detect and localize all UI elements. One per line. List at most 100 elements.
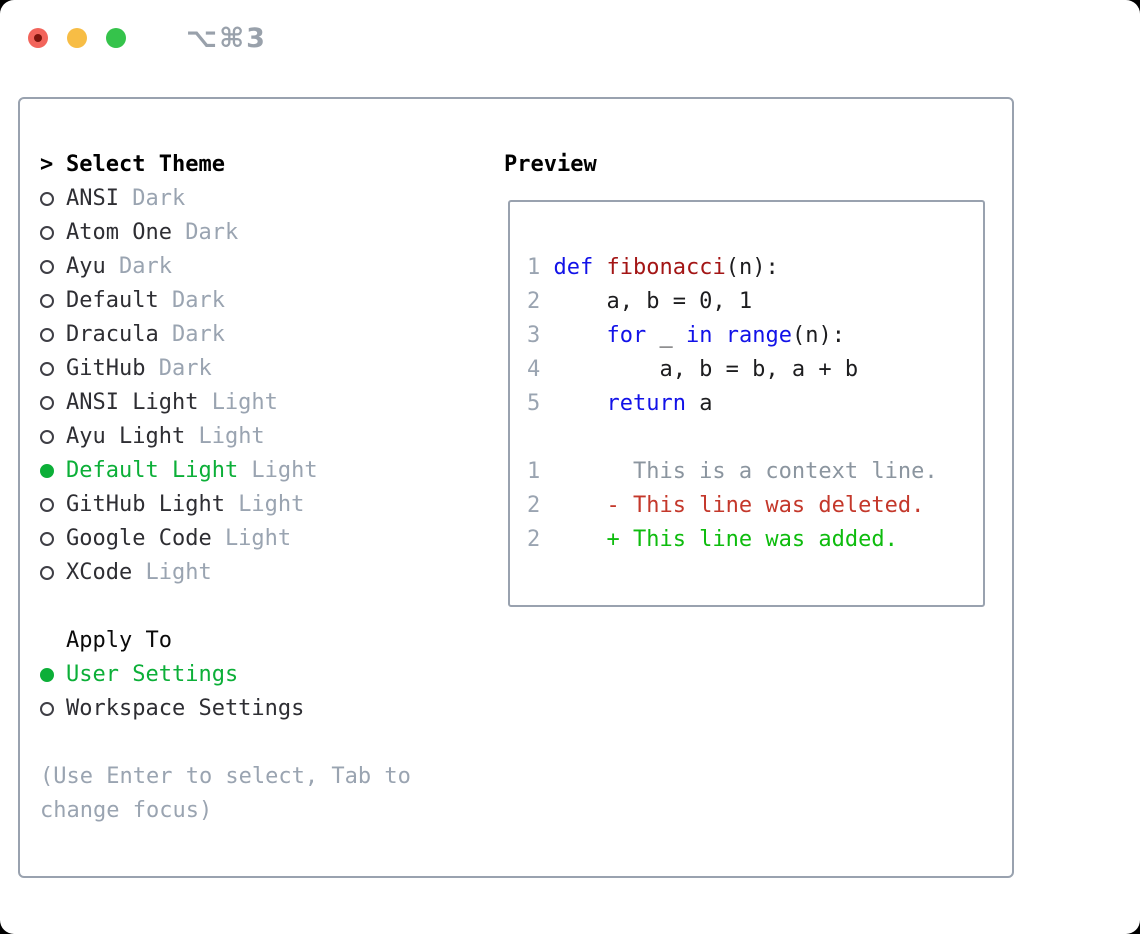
code-text: def fibonacci(n):: [553, 251, 778, 285]
code-text: + This line was added.: [553, 523, 897, 557]
code-token: def: [553, 255, 594, 280]
theme-variant: Light: [251, 458, 318, 483]
record-dot-icon: [34, 34, 42, 42]
spacer: [527, 421, 983, 455]
theme-settings-panel: > Select Theme ANSI Dark Atom One Dark A…: [18, 97, 1014, 878]
code-token: _: [646, 323, 686, 348]
line-number: 2: [527, 493, 541, 518]
line-number: 1: [527, 255, 541, 280]
code-token: a, b = 0, 1: [553, 289, 753, 314]
theme-picker-column: > Select Theme ANSI Dark Atom One Dark A…: [40, 148, 504, 876]
theme-name: Default Light: [66, 458, 239, 483]
code-token: range: [725, 323, 792, 348]
apply-to-title: Apply To: [66, 628, 172, 653]
radio-icon: [40, 566, 54, 580]
preview-title: Preview: [504, 152, 597, 177]
radio-icon: [40, 328, 54, 342]
theme-name: Google Code: [66, 526, 212, 551]
code-token: a: [685, 391, 713, 416]
theme-name: XCode: [66, 560, 133, 585]
code-text: return a: [553, 387, 712, 421]
theme-option-default-light[interactable]: Default Light Light: [40, 454, 504, 488]
theme-variant: Dark: [185, 220, 239, 245]
theme-option-ayu-light[interactable]: Ayu Light Light: [40, 420, 504, 454]
theme-option-dracula[interactable]: Dracula Dark: [40, 318, 504, 352]
apply-option-label: Workspace Settings: [66, 696, 305, 721]
theme-name: ANSI Light: [66, 390, 199, 415]
code-text: This is a context line.: [553, 455, 938, 489]
code-line: 3 for _ in range(n):: [527, 319, 983, 353]
theme-variant: Dark: [132, 186, 186, 211]
code-token: for: [606, 323, 647, 348]
close-button-icon[interactable]: [28, 28, 48, 48]
code-token: [553, 391, 606, 416]
theme-variant: Dark: [171, 322, 225, 347]
radio-icon: [40, 532, 54, 546]
theme-name: Dracula: [66, 322, 159, 347]
code-line: 2 + This line was added.: [527, 523, 983, 557]
spacer: [40, 726, 504, 760]
radio-icon: [40, 362, 54, 376]
code-line: 5 return a: [527, 387, 983, 421]
radio-icon: [40, 702, 54, 716]
radio-icon: [40, 430, 54, 444]
code-line: 2 - This line was deleted.: [527, 489, 983, 523]
apply-to-list: User Settings Workspace Settings: [40, 658, 504, 726]
code-token: (n):: [725, 255, 779, 280]
code-token: This is a context line.: [553, 459, 938, 484]
code-line: 1 This is a context line.: [527, 455, 983, 489]
line-number: 1: [527, 459, 541, 484]
theme-name: GitHub Light: [66, 492, 225, 517]
line-number: 2: [527, 527, 541, 552]
code-token: [553, 323, 606, 348]
code-token: a, b = b, a + b: [553, 357, 859, 382]
minimize-button-icon[interactable]: [67, 28, 87, 48]
apply-option-user-settings[interactable]: User Settings: [40, 658, 504, 692]
theme-variant: Light: [198, 424, 265, 449]
code-line: 4 a, b = b, a + b: [527, 353, 983, 387]
code-token: return: [606, 391, 686, 416]
help-text: (Use Enter to select, Tab to change focu…: [40, 764, 411, 823]
prompt-caret-icon: >: [40, 152, 54, 177]
theme-name: ANSI: [66, 186, 119, 211]
apply-to-header: Apply To: [40, 624, 504, 658]
line-number: 3: [527, 323, 541, 348]
code-preview: 1 def fibonacci(n): 2 a, b = 0, 1 3 for …: [527, 251, 983, 421]
preview-box: 1 def fibonacci(n): 2 a, b = 0, 1 3 for …: [508, 200, 985, 607]
theme-option-github[interactable]: GitHub Dark: [40, 352, 504, 386]
code-token: [593, 255, 606, 280]
theme-option-ansi[interactable]: ANSI Dark: [40, 182, 504, 216]
theme-option-atom-one[interactable]: Atom One Dark: [40, 216, 504, 250]
radio-icon: [40, 668, 54, 682]
radio-icon: [40, 294, 54, 308]
theme-variant: Light: [145, 560, 212, 585]
code-token: [712, 323, 725, 348]
theme-name: Atom One: [66, 220, 172, 245]
theme-option-default[interactable]: Default Dark: [40, 284, 504, 318]
code-token: + This line was added.: [553, 527, 898, 552]
line-number: 2: [527, 289, 541, 314]
code-text: a, b = 0, 1: [553, 285, 752, 319]
radio-icon: [40, 260, 54, 274]
code-text: - This line was deleted.: [553, 489, 924, 523]
code-text: a, b = b, a + b: [553, 353, 858, 387]
theme-option-ansi-light[interactable]: ANSI Light Light: [40, 386, 504, 420]
keyboard-shortcut-label: ⌥⌘3: [186, 22, 267, 54]
apply-option-workspace-settings[interactable]: Workspace Settings: [40, 692, 504, 726]
theme-option-ayu[interactable]: Ayu Dark: [40, 250, 504, 284]
theme-list: ANSI Dark Atom One Dark Ayu Dark Default…: [40, 182, 504, 590]
select-theme-header: > Select Theme: [40, 148, 504, 182]
theme-option-github-light[interactable]: GitHub Light Light: [40, 488, 504, 522]
zoom-button-icon[interactable]: [106, 28, 126, 48]
radio-icon: [40, 226, 54, 240]
radio-icon: [40, 192, 54, 206]
theme-variant: Light: [211, 390, 278, 415]
code-token: in: [685, 323, 713, 348]
theme-variant: Dark: [171, 288, 225, 313]
theme-option-xcode[interactable]: XCode Light: [40, 556, 504, 590]
titlebar: ⌥⌘3: [0, 0, 1140, 76]
radio-icon: [40, 396, 54, 410]
theme-option-google-code[interactable]: Google Code Light: [40, 522, 504, 556]
code-line: 2 a, b = 0, 1: [527, 285, 983, 319]
